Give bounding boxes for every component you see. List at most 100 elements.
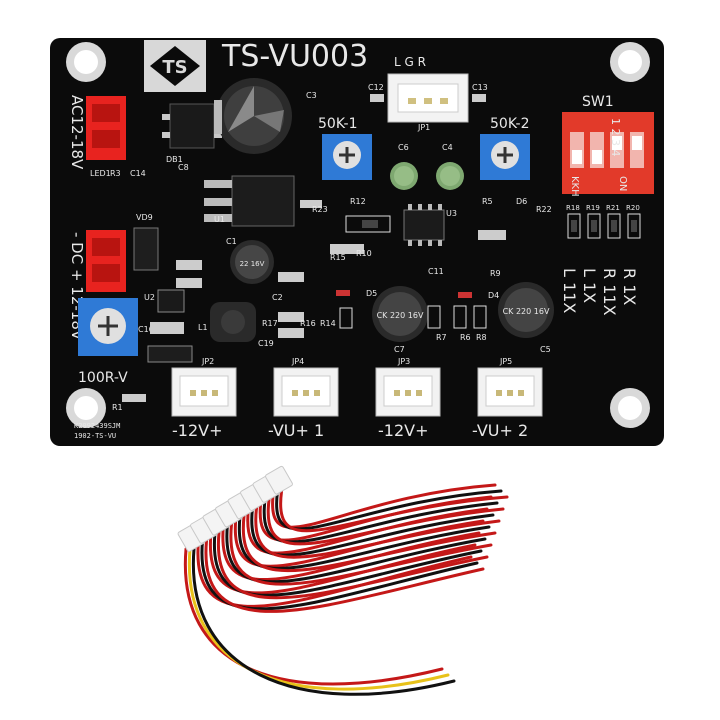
label-r6: R6 [460, 333, 471, 342]
serial-line-1: K2092439SJM [74, 422, 120, 430]
wire [208, 531, 477, 595]
harness-connector [265, 465, 293, 495]
wire [241, 514, 497, 573]
label-db1: DB1 [166, 155, 183, 164]
mounting-hole [610, 388, 650, 428]
label-c7: C7 [394, 345, 405, 354]
dc-terminal-block [86, 230, 126, 292]
wire [275, 489, 503, 531]
wire [212, 531, 483, 597]
resistor-cluster [336, 290, 487, 329]
label-r23: R23 [312, 205, 328, 214]
label-c13: C13 [472, 83, 488, 92]
jp4-connector [273, 367, 339, 417]
label-d5: D5 [366, 289, 377, 298]
smd-component-group [147, 200, 506, 363]
label-c8: C8 [178, 163, 189, 172]
mounting-hole [66, 42, 106, 82]
bridge-rectifier [162, 103, 222, 149]
label-u1: U1 [214, 215, 225, 224]
mode-label: R 11X [600, 268, 619, 316]
resistor-array [567, 213, 641, 239]
pot-left-label: 50K-1 [318, 116, 357, 132]
mode-label: R 1X [620, 268, 639, 305]
ac-input-label: AC12-18V [68, 95, 86, 170]
label-c14: C14 [130, 169, 146, 178]
connector-name: JP3 [397, 357, 410, 366]
smd-resistor [122, 394, 146, 402]
jp5-connector [477, 367, 543, 417]
regulator-u1 [204, 175, 295, 227]
label-led1: LED1 [90, 169, 111, 178]
mounting-hole [610, 42, 650, 82]
label-r18: R18 [566, 204, 580, 212]
pot-right-label: 50K-2 [490, 116, 529, 132]
wire-harness [177, 465, 509, 696]
label-c11: C11 [428, 267, 444, 276]
label-r20: R20 [626, 204, 640, 212]
wire [237, 514, 491, 570]
chip-u2 [157, 289, 185, 313]
label-r14: R14 [320, 319, 336, 328]
label-r5: R5 [482, 197, 493, 206]
wire [204, 539, 485, 613]
label-r22: R22 [536, 205, 552, 214]
jp2-connector [171, 367, 237, 417]
label-c6: C6 [398, 143, 409, 152]
smd-cap [370, 94, 384, 102]
cap-marking: CK 220 16V [377, 311, 424, 320]
label-u2: U2 [144, 293, 155, 302]
label-c12: C12 [368, 83, 384, 92]
label-r16: R16 [300, 319, 316, 328]
label-vd9: VD9 [136, 213, 153, 222]
wire [250, 506, 495, 557]
label-r12: R12 [350, 197, 366, 206]
label-r10: R10 [356, 249, 372, 258]
label-jp1: JP1 [417, 123, 430, 132]
pot-50k-1 [322, 134, 372, 180]
connector-label: -12V+ [172, 421, 222, 440]
wire [191, 547, 456, 696]
inductor-l1 [210, 302, 256, 342]
pot-50k-2 [480, 134, 530, 180]
mounting-hole [66, 388, 106, 428]
pot-main-label: 100R-V [78, 370, 128, 386]
wire [216, 531, 489, 600]
wire [262, 498, 499, 544]
label-r9: R9 [490, 269, 501, 278]
label-r1: R1 [112, 403, 123, 412]
ts-logo: TS [144, 40, 206, 92]
mode-label: L 1X [580, 268, 599, 303]
ac-terminal-block [86, 96, 126, 160]
label-c5: C5 [540, 345, 551, 354]
label-r21: R21 [606, 204, 620, 212]
logo-text: TS [162, 57, 187, 78]
connector-name: JP4 [291, 357, 304, 366]
pot-100r [78, 298, 138, 356]
pcb-board: TS TS-VU003 AC12-18V - DC + 12-18V [50, 38, 664, 446]
label-u3: U3 [446, 209, 457, 218]
connector-name: JP5 [499, 357, 512, 366]
wire [225, 522, 487, 584]
mode-label: L 11X [560, 268, 579, 313]
switch-on-label: ON [617, 176, 628, 191]
wire [279, 490, 509, 533]
capacitor-c7: CK 220 16V [372, 286, 428, 342]
wire [229, 522, 493, 586]
smd-cap [472, 94, 486, 102]
label-r15: R15 [330, 253, 346, 262]
jp1-pin-labels: L G R [394, 55, 426, 69]
wire [266, 498, 505, 546]
wire [200, 539, 479, 611]
label-l1: L1 [198, 323, 208, 332]
label-c19: C19 [258, 339, 274, 348]
capacitor-c3 [214, 78, 292, 154]
label-c4: C4 [442, 143, 453, 152]
jp1-connector [387, 73, 469, 123]
capacitor-c4 [436, 162, 464, 190]
label-c2: C2 [272, 293, 283, 302]
serial-line-2: 1902-TS-VU [74, 432, 116, 440]
connector-label: -VU+ 1 [268, 421, 324, 440]
connector-label: -VU+ 2 [472, 421, 528, 440]
